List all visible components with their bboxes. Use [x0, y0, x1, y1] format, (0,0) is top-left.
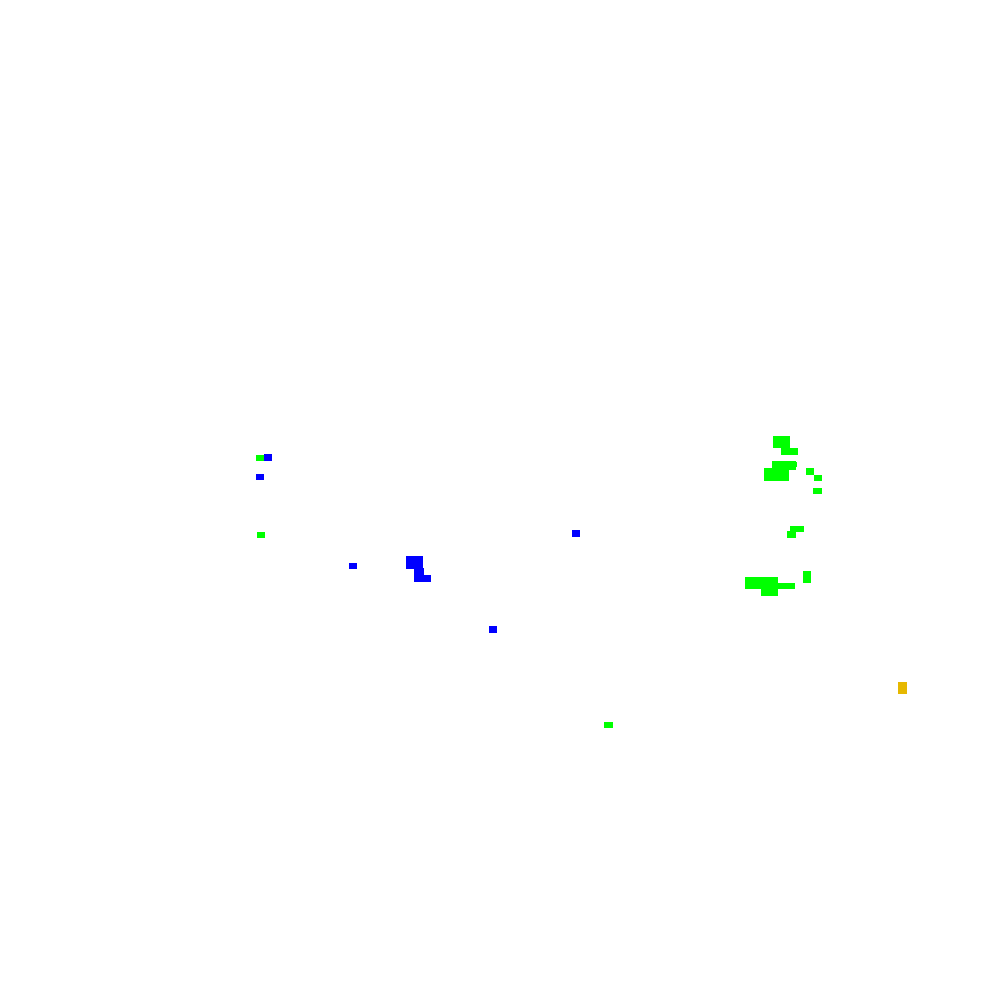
blue-pixel-block	[414, 568, 424, 581]
green-pixel-block	[257, 532, 265, 538]
green-pixel-block	[813, 488, 822, 494]
green-pixel-block	[781, 448, 798, 455]
green-pixel-block	[604, 722, 613, 728]
green-pixel-block	[777, 583, 795, 589]
blue-pixel-block	[414, 575, 431, 582]
green-pixel-block	[786, 462, 797, 467]
green-pixel-block	[745, 577, 778, 589]
green-pixel-block	[803, 571, 811, 583]
green-pixel-block	[806, 468, 814, 475]
blue-pixel-block	[489, 626, 497, 633]
green-pixel-block	[761, 587, 778, 596]
green-pixel-block	[256, 455, 265, 461]
blue-pixel-block	[572, 530, 580, 537]
pixel-marks-group	[256, 436, 907, 728]
green-pixel-block	[772, 461, 796, 470]
blue-pixel-block	[406, 556, 423, 569]
blue-pixel-block	[349, 563, 357, 569]
green-pixel-block	[787, 531, 796, 538]
yellow-pixel-block	[898, 682, 907, 694]
green-pixel-block	[790, 526, 804, 532]
blue-pixel-block	[264, 454, 272, 461]
green-pixel-block	[764, 468, 789, 481]
blue-pixel-block	[256, 474, 264, 480]
green-pixel-block	[773, 436, 790, 448]
green-pixel-block	[814, 475, 822, 481]
